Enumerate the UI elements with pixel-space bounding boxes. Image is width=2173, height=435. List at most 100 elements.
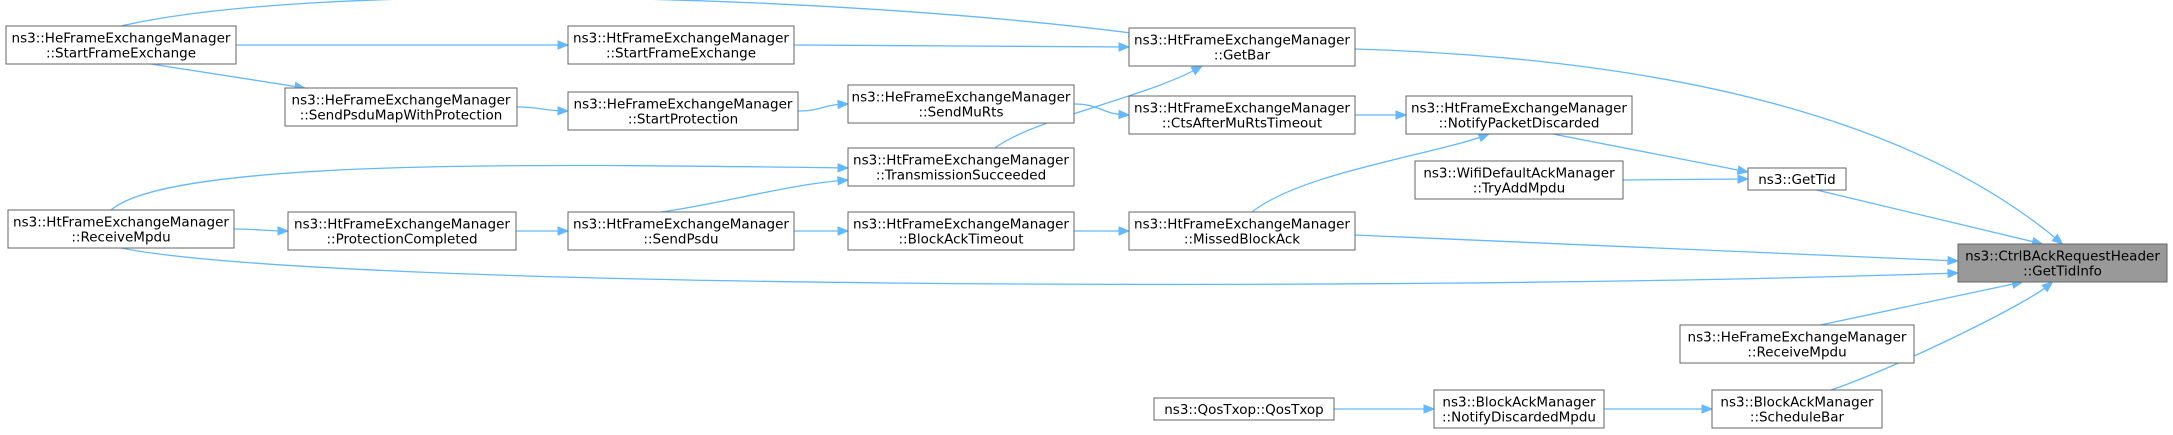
node-label-line: ::StartProtection <box>628 112 738 128</box>
node-label-line: ::MissedBlockAck <box>1184 232 1300 248</box>
edge-arrowhead <box>277 226 290 236</box>
node-box <box>7 209 235 249</box>
edge-arrowhead <box>1947 255 1960 266</box>
node-he_startprotection[interactable]: ns3::HeFrameExchangeManager::StartProtec… <box>567 91 799 131</box>
node-box <box>567 25 795 65</box>
edge-ht_sendpsdu-to-ht_transmissionsucceeded <box>660 176 850 213</box>
node-label-line: ::ProtectionCompleted <box>326 232 477 248</box>
edge-he_startframeexchange-to-ht_startframeexchange <box>236 40 570 50</box>
edge-ht_missedblockack-to-root <box>1354 234 1960 266</box>
edge-line <box>150 63 306 89</box>
node-box <box>1153 397 1335 421</box>
node-label-line: ns3::HeFrameExchangeManager <box>1688 330 1907 346</box>
node-label-line: ::GetBar <box>1214 48 1271 64</box>
edge-line <box>1820 281 2023 326</box>
edge-arrowhead <box>1477 133 1491 143</box>
node-ht_notifypacketdiscarded[interactable]: ns3::HtFrameExchangeManager::NotifyPacke… <box>1405 95 1633 135</box>
edge-qostxop-to-bam_notifydiscardedmpdu <box>1334 404 1436 414</box>
node-box <box>1957 243 2168 283</box>
node-box <box>567 211 795 251</box>
node-he_sendpsdumap[interactable]: ns3::HeFrameExchangeManager::SendPsduMap… <box>284 87 518 127</box>
edge-ht_ctsaftermurtstimeout-to-ht_notifypacketdiscarded <box>1355 110 1408 120</box>
edge-wifidefault_tryaddmpdu-to-gettid <box>1622 174 1750 184</box>
node-label-line: ::NotifyDiscardedMpdu <box>1442 410 1596 426</box>
edge-arrowhead <box>837 163 850 173</box>
node-box <box>847 84 1075 124</box>
node-label-line: ::NotifyPacketDiscarded <box>1439 116 1600 132</box>
edge-arrowhead <box>1118 109 1131 120</box>
node-root[interactable]: ns3::CtrlBAckRequestHeader::GetTidInfo <box>1957 243 2168 283</box>
edge-ht_blockacktimeout-to-ht_missedblockack <box>1074 226 1131 236</box>
node-ht_ctsaftermurtstimeout[interactable]: ns3::HtFrameExchangeManager::CtsAfterMuR… <box>1128 95 1356 135</box>
node-label-line: ns3::HtFrameExchangeManager <box>13 215 229 231</box>
edge-ht_startframeexchange-to-ht_getbar <box>793 42 1131 52</box>
node-label-line: ::StartFrameExchange <box>606 46 756 62</box>
nodes-layer: ns3::CtrlBAckRequestHeader::GetTidInfons… <box>5 25 2168 429</box>
edge-line <box>1354 48 2063 245</box>
node-label-line: ::BlockAckTimeout <box>899 232 1024 248</box>
node-label-line: ::CtsAfterMuRtsTimeout <box>1162 116 1322 132</box>
node-he_sendmurts[interactable]: ns3::HeFrameExchangeManager::SendMuRts <box>847 84 1075 124</box>
edge-he_startprotection-to-he_sendmurts <box>797 99 850 112</box>
edge-line <box>1552 133 1749 173</box>
node-box <box>847 147 1075 187</box>
node-he_receivempdu[interactable]: ns3::HeFrameExchangeManager::ReceiveMpdu <box>1679 324 1915 364</box>
node-ht_transmissionsucceeded[interactable]: ns3::HtFrameExchangeManager::Transmissio… <box>847 147 1075 187</box>
node-box <box>1414 160 1624 200</box>
node-ht_sendpsdu[interactable]: ns3::HtFrameExchangeManager::SendPsdu <box>567 211 795 251</box>
edge-arrowhead <box>1423 404 1436 414</box>
edge-arrowhead <box>557 106 570 116</box>
node-label-line: ns3::HtFrameExchangeManager <box>573 31 789 47</box>
node-label-line: ns3::HtFrameExchangeManager <box>853 217 1069 233</box>
edge-bam_schedulebar-to-root <box>1830 281 2054 391</box>
node-label-line: ns3::HtFrameExchangeManager <box>1411 101 1627 117</box>
edge-line <box>1354 234 1959 262</box>
node-qostxop[interactable]: ns3::QosTxop::QosTxop <box>1153 397 1335 421</box>
node-label-line: ::SendMuRts <box>918 105 1003 121</box>
node-gettid[interactable]: ns3::GetTid <box>1747 167 1847 191</box>
edge-line <box>1622 178 1749 181</box>
node-ht_startframeexchange[interactable]: ns3::HtFrameExchangeManager::StartFrameE… <box>567 25 795 65</box>
node-label-line: ns3::CtrlBAckRequestHeader <box>1965 249 2160 265</box>
node-label-line: ns3::HeFrameExchangeManager <box>292 93 511 109</box>
node-ht_receivempdu[interactable]: ns3::HtFrameExchangeManager::ReceiveMpdu <box>7 209 235 249</box>
node-wifidefault_tryaddmpdu[interactable]: ns3::WifiDefaultAckManager::TryAddMpdu <box>1414 160 1624 200</box>
edge-ht_receivempdu-to-ht_transmissionsucceeded <box>110 163 850 211</box>
node-label-line: ::TryAddMpdu <box>1473 181 1565 197</box>
node-ht_blockacktimeout[interactable]: ns3::HtFrameExchangeManager::BlockAckTim… <box>847 211 1075 251</box>
edge-arrowhead <box>2051 233 2064 245</box>
edges-layer <box>110 0 2064 414</box>
node-label-line: ns3::GetTid <box>1758 172 1836 188</box>
edge-arrowhead <box>1701 404 1714 414</box>
node-ht_missedblockack[interactable]: ns3::HtFrameExchangeManager::MissedBlock… <box>1128 211 1356 251</box>
node-label-line: ::ReceiveMpdu <box>71 230 170 246</box>
edge-arrowhead <box>1118 42 1131 52</box>
edge-arrowhead <box>837 176 850 186</box>
edge-line <box>120 0 1140 35</box>
node-bam_notifydiscardedmpdu[interactable]: ns3::BlockAckManager::NotifyDiscardedMpd… <box>1433 389 1605 429</box>
edge-he_startframeexchange-to-he_sendpsdumap <box>150 63 307 92</box>
edge-line <box>1816 189 2043 245</box>
node-box <box>1128 211 1356 251</box>
edge-arrowhead <box>837 226 850 236</box>
edge-ht_getbar-to-root <box>1354 48 2064 245</box>
edge-ht_receivempdu-to-ht_protectioncompleted <box>233 226 290 236</box>
edge-ht_notifypacketdiscarded-to-gettid <box>1552 133 1750 175</box>
node-ht_getbar[interactable]: ns3::HtFrameExchangeManager::GetBar <box>1128 27 1356 67</box>
edge-arrowhead <box>2041 281 2054 293</box>
node-box <box>1405 95 1633 135</box>
edge-arrowhead <box>1190 65 1204 76</box>
edge-line <box>120 247 1959 286</box>
edge-arrowhead <box>1947 268 1960 279</box>
node-label-line: ns3::HeFrameExchangeManager <box>852 90 1071 106</box>
node-box <box>5 25 237 65</box>
node-label-line: ns3::HeFrameExchangeManager <box>12 31 231 47</box>
node-bam_schedulebar[interactable]: ns3::BlockAckManager::ScheduleBar <box>1711 389 1883 429</box>
edge-line <box>660 179 849 213</box>
node-ht_protectioncompleted[interactable]: ns3::HtFrameExchangeManager::ProtectionC… <box>287 211 517 251</box>
node-he_startframeexchange[interactable]: ns3::HeFrameExchangeManager::StartFrameE… <box>5 25 237 65</box>
edge-line <box>110 164 849 211</box>
node-box <box>847 211 1075 251</box>
node-box <box>287 211 517 251</box>
